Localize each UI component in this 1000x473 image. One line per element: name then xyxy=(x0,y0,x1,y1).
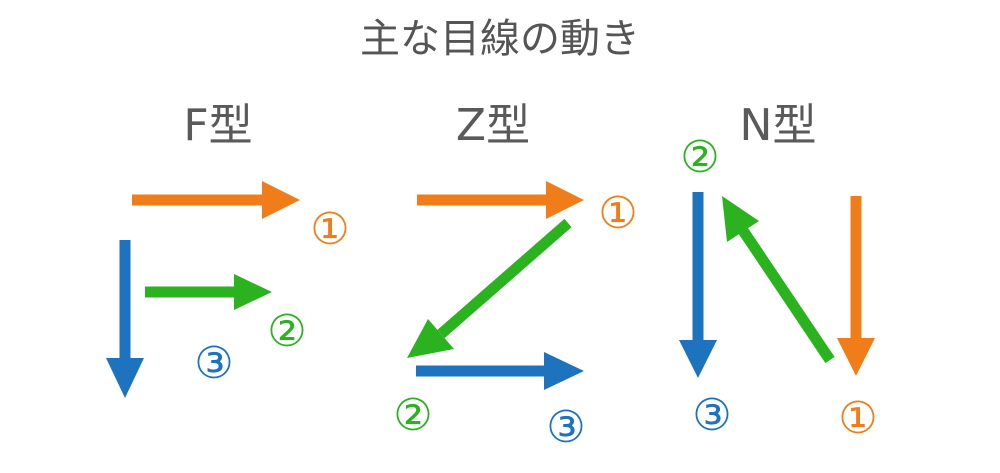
f-pattern-group: F型 ① ② ③ xyxy=(106,100,350,398)
n-arrow-3 xyxy=(679,192,717,378)
z-arrow-1 xyxy=(417,181,584,219)
z-step-1-number: ① xyxy=(598,188,637,239)
n-pattern-label: N型 xyxy=(740,100,817,151)
n-step-1-number: ① xyxy=(838,393,877,444)
f-pattern-label: F型 xyxy=(183,100,252,151)
n-arrow-2 xyxy=(722,196,835,364)
n-pattern-group: N型 ② ① ③ xyxy=(679,100,878,444)
z-pattern-group: Z型 ① ② ③ xyxy=(393,100,637,453)
z-arrow-3 xyxy=(416,352,584,390)
f-arrow-2 xyxy=(145,274,272,310)
f-arrow-1 xyxy=(132,181,300,219)
f-step-2-number: ② xyxy=(267,306,306,357)
n-step-2-number: ② xyxy=(680,132,719,183)
f-step-3-number: ③ xyxy=(194,338,233,389)
z-arrow-2 xyxy=(407,218,572,358)
z-step-2-number: ② xyxy=(393,390,432,441)
diagram-title: 主な目線の動き xyxy=(360,16,640,62)
f-arrow-3 xyxy=(106,240,144,398)
z-step-3-number: ③ xyxy=(546,402,585,453)
n-arrow-1 xyxy=(837,196,875,376)
f-step-1-number: ① xyxy=(310,204,349,255)
n-step-3-number: ③ xyxy=(692,390,731,441)
z-pattern-label: Z型 xyxy=(456,100,530,151)
